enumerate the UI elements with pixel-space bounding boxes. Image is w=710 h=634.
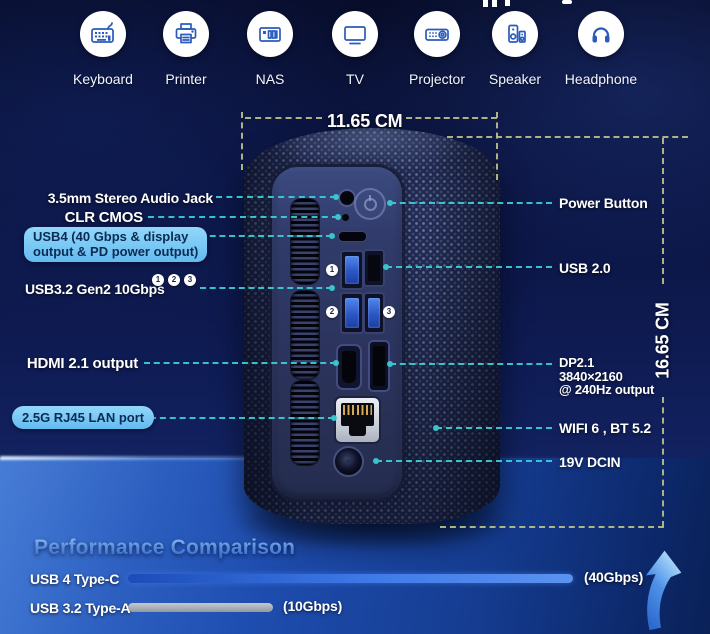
peripheral-label: Keyboard	[73, 71, 133, 87]
dim-height-tick-bottom	[440, 526, 664, 528]
peripheral-label: NAS	[255, 71, 285, 87]
tv-icon	[332, 11, 378, 57]
perf-row2-value: (10Gbps)	[283, 598, 343, 614]
line-dp	[387, 361, 552, 367]
port-badge-1: 1	[326, 264, 338, 276]
label-lan-pill: 2.5G RJ45 LAN port	[12, 406, 155, 429]
peripheral-label: Speaker	[488, 71, 542, 87]
line-usb4	[200, 233, 335, 239]
usb32-badge-3: 3	[184, 274, 196, 286]
perf-row1-label: USB 4 Type-C	[30, 571, 120, 587]
dim-width-label: 11.65 CM	[327, 111, 403, 131]
perf-row1-value: (40Gbps)	[584, 569, 644, 585]
label-dp-line2: 3840×2160	[559, 368, 623, 384]
label-dp-line3: @ 240Hz output	[559, 382, 655, 397]
dim-height-line-lower	[662, 397, 664, 527]
dc-jack-port	[333, 446, 364, 477]
usb-a-port-3	[363, 292, 385, 334]
line-lan	[150, 415, 337, 421]
cmos-pinhole	[342, 214, 349, 221]
keyboard-icon	[80, 11, 126, 57]
dim-height-tick-top	[447, 136, 688, 138]
projector-icon	[414, 11, 460, 57]
label-usb4-line2: output & PD power output)	[33, 243, 199, 259]
power-button	[354, 188, 386, 220]
dim-height-line-upper	[662, 138, 664, 284]
perf-bar-usb4	[128, 574, 573, 583]
cropped-text-fragment	[492, 0, 497, 7]
line-usb32	[200, 285, 335, 291]
dim-height-label: 16.65 CM	[652, 302, 673, 379]
vent-grille	[291, 199, 319, 284]
peripheral-label: TV	[346, 71, 364, 87]
vent-grille	[291, 291, 319, 379]
vent-grille	[291, 381, 319, 465]
line-power	[387, 200, 552, 206]
usb32-badge-2: 2	[168, 274, 180, 286]
label-dcin: 19V DCIN	[559, 454, 621, 470]
usb-2-port	[363, 249, 385, 287]
rj45-lan-port	[336, 398, 379, 442]
label-usb32: USB3.2 Gen2 10Gbps	[25, 281, 165, 297]
label-lan: 2.5G RJ45 LAN port	[22, 410, 145, 425]
line-dcin	[373, 458, 552, 464]
line-wifi	[433, 425, 552, 431]
label-wifi: WIFI 6 , BT 5.2	[559, 420, 651, 436]
line-hdmi	[144, 360, 339, 366]
performance-title: Performance Comparison	[34, 536, 296, 559]
perf-row2-label: USB 3.2 Type-A	[30, 600, 131, 616]
usb-a-port-1	[340, 250, 364, 290]
port-badge-2: 2	[326, 306, 338, 318]
line-clr-cmos	[148, 214, 341, 220]
printer-icon	[163, 11, 209, 57]
dim-width-tick-right	[496, 112, 498, 180]
usb-a-port-2	[340, 292, 364, 334]
label-dp-block: DP2.1 3840×2160 @ 240Hz output	[559, 356, 654, 397]
hdmi-port	[336, 344, 362, 390]
speaker-icon	[492, 11, 538, 57]
cropped-text-fragment	[562, 0, 572, 4]
line-audio-jack	[216, 194, 339, 200]
peripheral-label: Headphone	[564, 71, 638, 87]
label-usb4-pill: USB4 (40 Gbps & display output & PD powe…	[24, 227, 208, 262]
dp-port	[368, 340, 390, 392]
cropped-text-fragment	[505, 0, 510, 6]
label-clr-cmos: CLR CMOS	[64, 209, 144, 226]
label-audio-jack: 3.5mm Stereo Audio Jack	[47, 190, 213, 206]
port-badge-3: 3	[383, 306, 395, 318]
label-power: Power Button	[559, 195, 648, 211]
cropped-text-fragment	[483, 0, 488, 7]
usb-c-port	[338, 231, 367, 242]
dim-width-tick-left	[241, 112, 243, 170]
label-hdmi: HDMI 2.1 output	[26, 355, 138, 372]
label-usb20: USB 2.0	[559, 260, 611, 276]
nas-icon	[247, 11, 293, 57]
usb32-badge-1: 1	[152, 274, 164, 286]
label-usb4-line1: USB4 (40 Gbps & display	[33, 229, 189, 244]
peripheral-label: Printer	[165, 71, 207, 87]
label-dp-line1: DP2.1	[559, 355, 595, 370]
headphone-icon	[578, 11, 624, 57]
line-usb20	[383, 264, 552, 270]
dim-width-line-left	[245, 117, 322, 119]
power-icon-line	[369, 195, 371, 201]
arrow-up-icon	[632, 548, 690, 632]
perf-bar-usb32	[128, 603, 273, 612]
peripheral-label: Projector	[408, 71, 466, 87]
dim-width-line-right	[406, 117, 497, 119]
audio-jack-port	[340, 191, 354, 205]
